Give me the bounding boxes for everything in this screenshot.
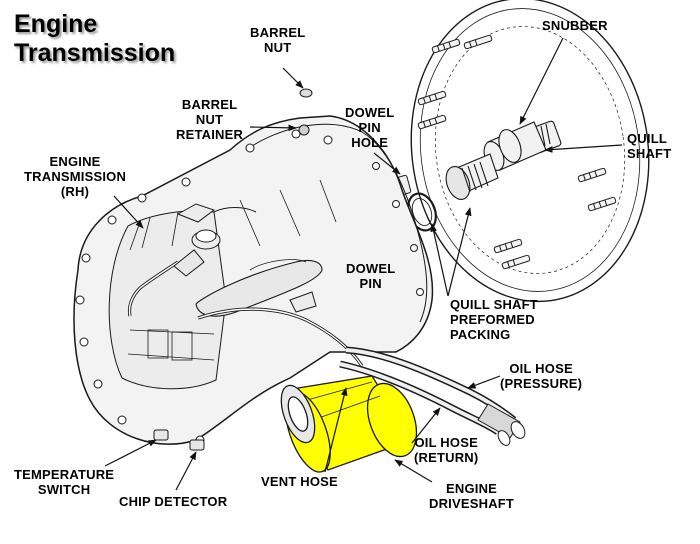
housing-bolts: [75, 129, 424, 445]
label-engine-driveshaft: ENGINE DRIVESHAFT: [429, 481, 515, 511]
title-line-1: Engine: [14, 10, 98, 38]
label-quill-shaft: QUILL SHAFT: [627, 131, 672, 161]
barrel-nut-parts: [298, 88, 313, 136]
label-chip-detector: CHIP DETECTOR: [119, 494, 228, 509]
label-temperature-switch: TEMPERATURE SWITCH: [14, 467, 115, 497]
quill-shaft-assembly: [445, 120, 562, 200]
label-snubber: SNUBBER: [542, 18, 608, 33]
oil-hoses: [339, 346, 526, 446]
engine-driveshaft: [280, 375, 418, 473]
label-engine-transmission-rh: ENGINE TRANSMISSION (RH): [24, 154, 127, 199]
flange-studs: [417, 34, 617, 270]
diagram-title: Engine Transmission: [14, 10, 175, 68]
label-barrel-nut: BARREL NUT: [250, 25, 306, 55]
label-barrel-nut-retainer: BARREL NUT RETAINER: [176, 97, 244, 142]
label-dowel-pin-hole: DOWEL PIN HOLE: [345, 105, 395, 150]
label-oil-hose-pressure: OIL HOSE (PRESSURE): [500, 361, 583, 391]
label-oil-hose-return: OIL HOSE (RETURN): [414, 435, 479, 465]
top-fittings: [176, 203, 317, 313]
engine-flange: [410, 0, 650, 303]
bottom-sensors: [153, 429, 205, 451]
label-dowel-pin: DOWEL PIN: [346, 261, 396, 291]
label-vent-hose: VENT HOSE: [261, 474, 338, 489]
label-quill-shaft-preformed-packing: QUILL SHAFT PREFORMED PACKING: [450, 297, 538, 342]
title-line-2: Transmission: [14, 39, 176, 67]
leader-lines: [104, 37, 623, 491]
